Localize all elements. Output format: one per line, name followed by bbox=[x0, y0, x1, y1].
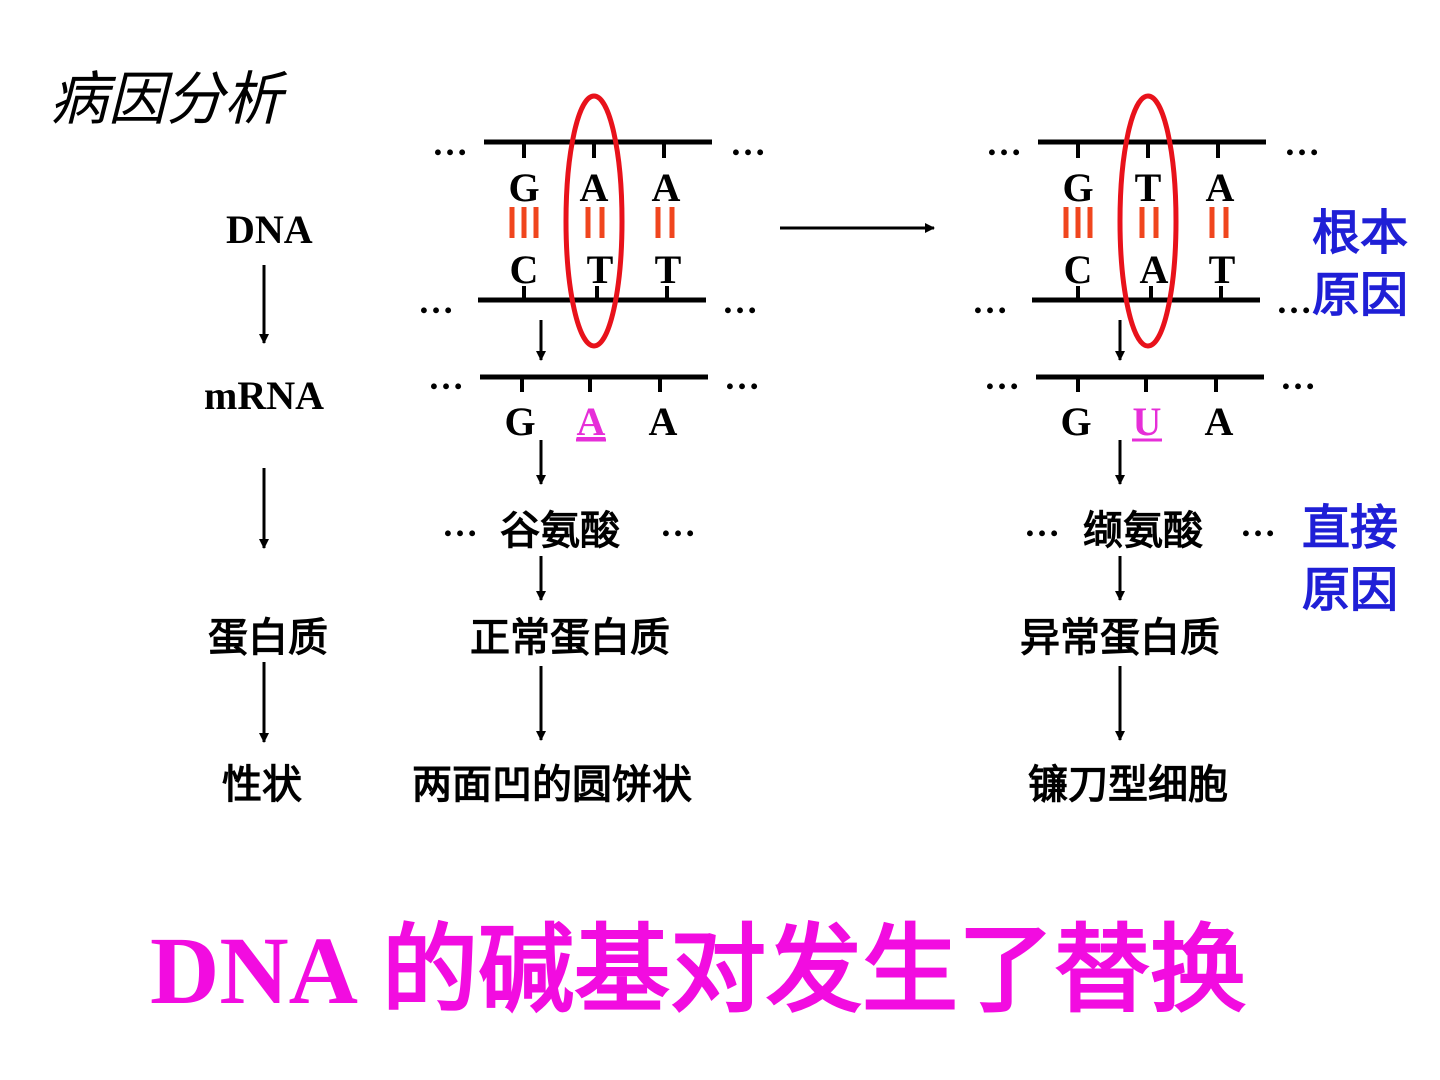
row-label-protein: 蛋白质 bbox=[208, 615, 328, 661]
normal-amino-acid: 谷氨酸 bbox=[500, 508, 620, 554]
base: G bbox=[1062, 165, 1093, 210]
normal-trait: 两面凹的圆饼状 bbox=[412, 762, 692, 808]
ellipsis: … bbox=[724, 357, 760, 397]
base: T bbox=[1135, 165, 1162, 210]
conclusion-text: DNA 的碱基对发生了替换 bbox=[150, 892, 1246, 1031]
conclusion-zh: 的碱基对发生了替换 bbox=[381, 914, 1246, 1026]
ellipsis: … bbox=[1280, 357, 1316, 397]
ellipsis: … bbox=[660, 504, 696, 544]
row-label-trait: 性状 bbox=[222, 762, 302, 808]
ellipsis: … bbox=[418, 281, 454, 321]
base: G bbox=[508, 165, 539, 210]
base: A bbox=[1140, 247, 1169, 292]
normal-dna: … … … … G A A C T T bbox=[418, 93, 766, 349]
ellipsis: … bbox=[442, 504, 478, 544]
base: A bbox=[1205, 399, 1234, 444]
normal-protein: 正常蛋白质 bbox=[470, 615, 670, 661]
ellipsis: … bbox=[730, 123, 766, 163]
base: G bbox=[504, 399, 535, 444]
ellipsis: … bbox=[984, 357, 1020, 397]
base: C bbox=[510, 247, 539, 292]
base: A bbox=[652, 165, 681, 210]
row-label-dna: DNA bbox=[226, 207, 313, 252]
direct-cause-line-1: 直接 bbox=[1302, 500, 1399, 556]
root-cause-line-2: 原因 bbox=[1312, 267, 1409, 323]
ellipsis: … bbox=[432, 123, 468, 163]
mutant-mrna: … … G U A bbox=[984, 357, 1316, 444]
mutant-dna: … … … … G T A C A T bbox=[972, 93, 1320, 349]
root-cause-label: 根本 原因 bbox=[1312, 202, 1408, 326]
base: T bbox=[655, 247, 682, 292]
direct-cause-line-2: 原因 bbox=[1302, 562, 1399, 618]
mutant-highlight-ellipse bbox=[1117, 93, 1179, 349]
conclusion-en: DNA bbox=[150, 917, 358, 1024]
normal-highlight-ellipse bbox=[563, 93, 625, 349]
base: A bbox=[580, 165, 609, 210]
page-title: 病因分析 bbox=[50, 65, 283, 133]
highlight-base: A bbox=[577, 399, 606, 444]
row-label-mrna: mRNA bbox=[204, 373, 324, 418]
base: T bbox=[587, 247, 614, 292]
mutant-amino-acid: 缬氨酸 bbox=[1083, 508, 1203, 554]
hbonds bbox=[509, 207, 675, 238]
ellipsis: … bbox=[428, 357, 464, 397]
base: A bbox=[649, 399, 678, 444]
ellipsis: … bbox=[1240, 504, 1276, 544]
ellipsis: … bbox=[1284, 123, 1320, 163]
direct-cause-label: 直接 原因 bbox=[1302, 497, 1398, 621]
hbonds bbox=[1063, 207, 1229, 238]
ellipsis: … bbox=[722, 281, 758, 321]
base: C bbox=[1064, 247, 1093, 292]
ellipsis: … bbox=[986, 123, 1022, 163]
highlight-base: U bbox=[1133, 399, 1162, 444]
ellipsis: … bbox=[1276, 281, 1312, 321]
mutant-trait: 镰刀型细胞 bbox=[1028, 762, 1228, 808]
mutant-protein: 异常蛋白质 bbox=[1020, 615, 1220, 661]
ellipsis: … bbox=[972, 281, 1008, 321]
base: A bbox=[1206, 165, 1235, 210]
base: G bbox=[1060, 399, 1091, 444]
root-cause-line-1: 根本 bbox=[1312, 205, 1409, 261]
ellipsis: … bbox=[1024, 504, 1060, 544]
base: T bbox=[1209, 247, 1236, 292]
normal-mrna: … … G A A bbox=[428, 357, 760, 444]
